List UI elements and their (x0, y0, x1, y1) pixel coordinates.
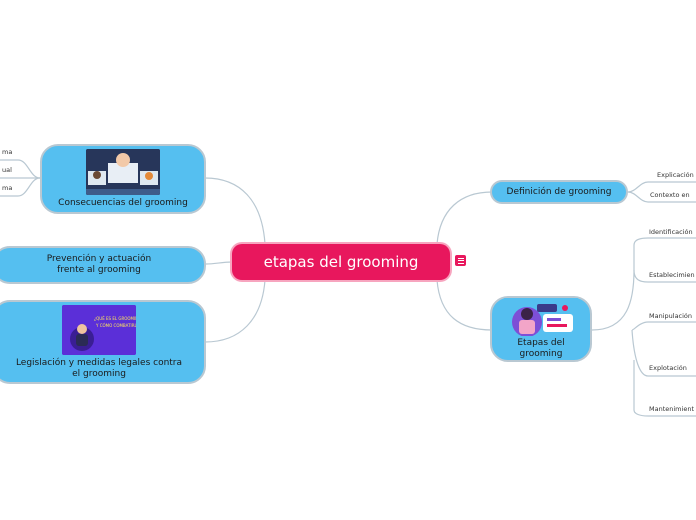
etapas-leaf-5[interactable]: Mantenimient (649, 405, 694, 413)
girl-with-phone-icon (512, 304, 573, 336)
consecuencias-leaf-2[interactable]: ual (2, 166, 12, 174)
topic-prevencion[interactable]: Prevención y actuación frente al groomin… (0, 246, 206, 284)
topic-legislacion[interactable]: ¿QUÉ ES EL GROOMING Y CÓMO COMBATIRLO? L… (0, 300, 206, 384)
etapas-leaf-2[interactable]: Establecimien (649, 271, 695, 279)
link-center-consecuencias (204, 177, 266, 245)
etapas-leaf-3[interactable]: Manipulación (649, 312, 693, 320)
central-topic-label: etapas del grooming (263, 253, 419, 271)
consecuencias-leaf-1[interactable]: ma (2, 148, 13, 156)
definicion-leaf-1[interactable]: Explicación (657, 171, 694, 179)
notes-icon[interactable] (455, 255, 466, 266)
etapas-leaf-1[interactable]: Identificación (649, 228, 693, 236)
topic-consecuencias[interactable]: Consecuencias del grooming (40, 144, 206, 214)
topic-etapas[interactable]: Etapas del grooming (490, 296, 592, 362)
people-at-computers-icon (86, 149, 160, 195)
consecuencias-image (86, 149, 160, 195)
topic-definicion[interactable]: Definición de grooming (490, 180, 628, 204)
link-center-prevencion (205, 261, 233, 265)
svg-text:¿QUÉ ES EL GROOMING: ¿QUÉ ES EL GROOMING (94, 316, 136, 321)
consecuencias-leaf-3[interactable]: ma (2, 184, 13, 192)
topic-prevencion-label: Prevención y actuación frente al groomin… (46, 254, 152, 275)
etapas-image (503, 298, 579, 336)
link-center-etapas (436, 279, 493, 331)
link-center-definicion (436, 191, 493, 245)
topic-etapas-label: Etapas del grooming (517, 338, 565, 359)
etapas-leaf-4[interactable]: Explotación (649, 364, 687, 372)
topic-consecuencias-label: Consecuencias del grooming (58, 198, 188, 208)
topic-legislacion-label: Legislación y medidas legales contra el … (15, 357, 183, 379)
link-center-legislacion (204, 279, 266, 343)
grooming-illustration-icon: ¿QUÉ ES EL GROOMING Y CÓMO COMBATIRLO? (62, 304, 136, 355)
topic-definicion-label: Definición de grooming (506, 186, 612, 197)
svg-text:Y CÓMO COMBATIRLO?: Y CÓMO COMBATIRLO? (95, 323, 136, 328)
central-topic[interactable]: etapas del grooming (232, 244, 450, 280)
legislacion-image: ¿QUÉ ES EL GROOMING Y CÓMO COMBATIRLO? (62, 304, 136, 355)
definicion-leaf-2[interactable]: Contexto en (650, 191, 690, 199)
